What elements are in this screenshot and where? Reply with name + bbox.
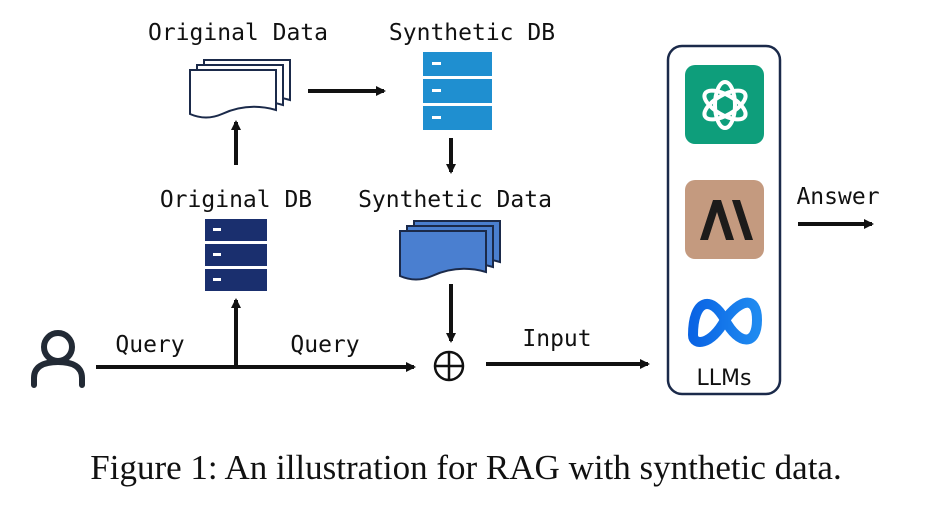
input-label: Input bbox=[522, 326, 591, 352]
connectors bbox=[96, 86, 874, 372]
figure-caption: Figure 1: An illustration for RAG with s… bbox=[90, 448, 842, 487]
original-db-label: Original DB bbox=[160, 187, 312, 213]
original-data-label: Original Data bbox=[148, 20, 328, 46]
circled-plus-icon bbox=[433, 350, 465, 382]
openai-logo-icon bbox=[685, 65, 764, 144]
documents-icon bbox=[189, 59, 291, 119]
query-label-right: Query bbox=[290, 332, 359, 358]
llms-label: LLMs bbox=[697, 366, 752, 391]
query-label-left: Query bbox=[115, 332, 184, 358]
synthetic-data-label: Synthetic Data bbox=[358, 187, 552, 213]
meta-logo-icon bbox=[688, 297, 762, 347]
anthropic-logo-icon bbox=[685, 180, 764, 259]
database-icon bbox=[205, 219, 267, 291]
database-icon bbox=[423, 52, 492, 130]
answer-label: Answer bbox=[796, 184, 879, 210]
synthetic-db-label: Synthetic DB bbox=[389, 20, 555, 46]
user-icon bbox=[31, 330, 85, 388]
documents-icon bbox=[399, 220, 501, 281]
